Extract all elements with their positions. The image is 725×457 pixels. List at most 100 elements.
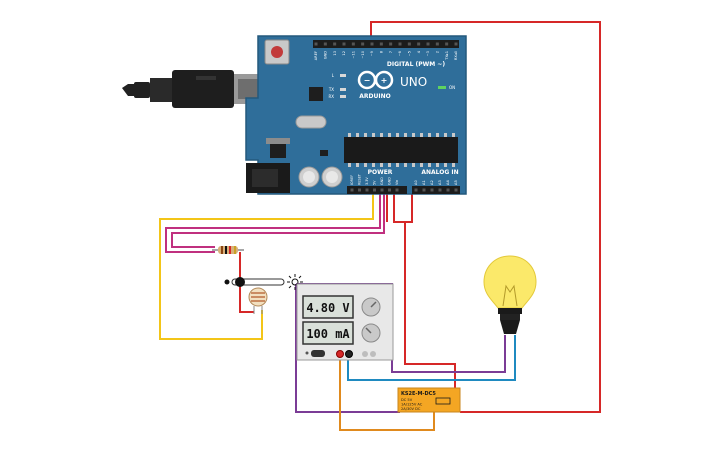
led-label-l: L	[332, 73, 335, 78]
digital-header[interactable]	[313, 40, 459, 48]
power-pin[interactable]	[350, 188, 354, 192]
chip-pin	[348, 133, 351, 137]
chip-pin	[396, 133, 399, 137]
chip-pin	[412, 163, 415, 167]
relay-spec-1: DC 5V	[401, 398, 413, 402]
digital-pin[interactable]	[379, 42, 383, 46]
power-on-led	[438, 86, 446, 89]
digital-pin-label: 12	[342, 51, 346, 56]
chip-pin	[348, 163, 351, 167]
digital-pin-label: ~3	[426, 51, 430, 56]
analog-pin[interactable]	[454, 188, 458, 192]
power-pin[interactable]	[388, 188, 391, 192]
chip-pin	[436, 133, 439, 137]
chip-pin	[364, 133, 367, 137]
digital-pin[interactable]	[333, 42, 337, 46]
wire-magenta-gnd-1[interactable]	[165, 193, 381, 253]
digital-pin[interactable]	[407, 42, 411, 46]
power-pin-label: GND	[380, 177, 384, 185]
positive-terminal[interactable]	[336, 350, 344, 358]
digital-pin[interactable]	[426, 42, 430, 46]
power-header[interactable]	[347, 186, 407, 194]
digital-pin-label: ~11	[352, 51, 356, 59]
chip-pin	[420, 133, 423, 137]
on-label: ON	[449, 85, 455, 90]
analog-pin[interactable]	[446, 188, 450, 192]
voltage-regulator	[270, 142, 286, 158]
power-pin[interactable]	[395, 188, 399, 192]
voltage-display	[302, 295, 354, 319]
relay-model: KS2E-M-DC5	[401, 391, 436, 397]
power-pin-label: 3.3V	[365, 177, 369, 185]
analog-header-label: ANALOG IN	[421, 169, 458, 176]
analog-header[interactable]	[412, 186, 460, 194]
usb-plug-icon	[122, 70, 262, 108]
wire-purple-supply-loop[interactable]	[295, 284, 400, 413]
power-pin[interactable]	[373, 188, 376, 192]
photoresistor[interactable]	[248, 287, 268, 314]
power-pin-label: 5V	[373, 180, 377, 185]
digital-pin[interactable]	[389, 42, 393, 46]
wire-red-resistor-to-ldr[interactable]	[239, 252, 254, 313]
current-display	[302, 321, 354, 345]
wire-red-power-to-relay[interactable]	[393, 193, 456, 392]
chip-pin	[452, 133, 455, 137]
analog-pin[interactable]	[430, 188, 434, 192]
digital-pin[interactable]	[361, 42, 365, 46]
resistor[interactable]	[212, 246, 244, 254]
relay-module[interactable]: KS2E-M-DC5 DC 5V 1A/125V AC 2A/30V DC	[397, 387, 461, 413]
digital-pin[interactable]	[398, 42, 402, 46]
power-pin[interactable]	[380, 188, 384, 192]
led-label-tx: TX	[328, 87, 334, 92]
power-header-label: POWER	[368, 169, 393, 176]
power-pin-label: Vin	[395, 180, 399, 185]
wire-yellow-5v-to-ldr[interactable]	[159, 193, 374, 340]
chip-pin	[364, 163, 367, 167]
digital-pin[interactable]	[351, 42, 355, 46]
digital-pin[interactable]	[323, 42, 327, 46]
digital-pin-label: RX◂0	[454, 50, 458, 60]
wire-red-digital-to-relay[interactable]	[370, 21, 601, 413]
chip-pin	[380, 163, 383, 167]
led-label-rx: RX	[328, 94, 334, 99]
digital-pin[interactable]	[454, 42, 458, 46]
digital-pin-label: AREF	[314, 51, 318, 60]
negative-terminal[interactable]	[345, 350, 353, 358]
light-intensity-slider[interactable]	[224, 277, 285, 287]
light-bulb[interactable]	[483, 255, 537, 334]
wire-red-a0[interactable]	[400, 193, 413, 223]
digital-pin[interactable]	[314, 42, 318, 46]
voltage-display-text: 4.80 V	[306, 301, 349, 315]
slider-handle[interactable]	[235, 277, 245, 287]
power-switch[interactable]	[311, 350, 325, 357]
analog-pin[interactable]	[422, 188, 426, 192]
wire-blue-supply-to-bulb[interactable]	[347, 335, 516, 381]
digital-pin-label: 4	[417, 50, 421, 53]
wire-orange-supply-to-relay[interactable]	[339, 356, 435, 431]
relay-spec-3: 2A/30V DC	[401, 407, 421, 411]
digital-pin[interactable]	[435, 42, 439, 46]
digital-pin-label: ~5	[408, 51, 412, 56]
power-pin[interactable]	[365, 188, 369, 192]
digital-pin[interactable]	[370, 42, 374, 46]
dc-power-supply[interactable]: 4.80 V 100 mA	[296, 283, 394, 361]
digital-pin-label: ~10	[361, 50, 365, 58]
digital-pin[interactable]	[417, 42, 421, 46]
digital-pin[interactable]	[445, 42, 449, 46]
chip-pin	[380, 133, 383, 137]
analog-pin-label: A3	[438, 180, 442, 185]
digital-pin-label: 8	[380, 50, 384, 53]
wire-magenta-gnd-2[interactable]	[171, 193, 385, 248]
analog-pin[interactable]	[414, 188, 418, 192]
digital-pin[interactable]	[342, 42, 346, 46]
chip-pin	[404, 133, 407, 137]
power-pin[interactable]	[358, 188, 361, 192]
chip-pin	[356, 163, 359, 167]
power-pin-label: GND	[388, 177, 392, 185]
analog-pin[interactable]	[438, 188, 442, 192]
